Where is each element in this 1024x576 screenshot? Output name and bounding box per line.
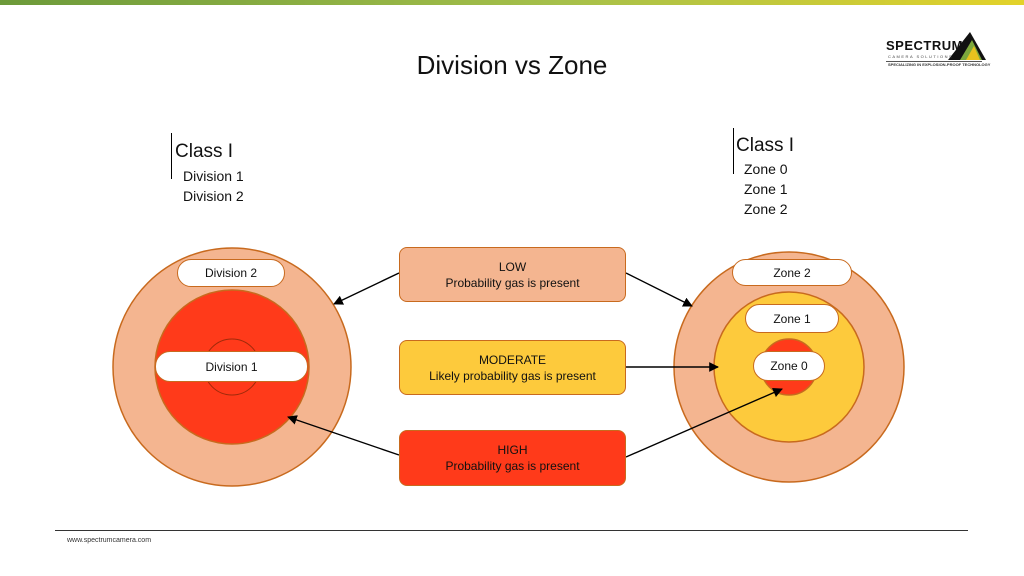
right-class-heading: Class I <box>736 135 795 156</box>
mountain-logo-icon <box>948 32 986 60</box>
arrow-low-to-zone-2 <box>625 272 693 307</box>
top-accent-bar <box>0 0 1024 5</box>
low-probability-box: LOW Probability gas is present <box>399 247 626 302</box>
logo-subtitle: CAMERA SOLUTIONS <box>888 54 954 59</box>
arrow-high-to-division-1 <box>287 415 400 456</box>
high-level-label: HIGH <box>497 443 528 457</box>
moderate-level-label: MODERATE <box>478 352 547 367</box>
zone-0-label: Zone 0 <box>753 351 825 381</box>
spectrum-logo: SPECTRUM CAMERA SOLUTIONS SPECIALIZING I… <box>884 30 992 74</box>
zone-1-label: Zone 1 <box>745 304 839 333</box>
zone-2-label: Zone 2 <box>732 259 852 286</box>
left-class-item-division-1: Division 1 <box>183 168 244 184</box>
footer-divider <box>55 530 968 531</box>
left-class-heading: Class I <box>175 141 234 162</box>
moderate-probability-box: MODERATE Likely probability gas is prese… <box>399 340 626 395</box>
arrow-high-to-zone-0 <box>625 388 783 458</box>
left-class-bar <box>171 133 172 179</box>
left-class-item-division-2: Division 2 <box>183 188 244 204</box>
right-class-bar <box>733 128 734 174</box>
division-1-label: Division 1 <box>155 351 308 382</box>
logo-divider <box>886 61 982 62</box>
moderate-description: Likely probability gas is present <box>429 368 596 383</box>
high-description: Probability gas is present <box>445 459 580 473</box>
low-description: Probability gas is present <box>445 275 580 290</box>
high-probability-box: HIGH Probability gas is present <box>399 430 626 486</box>
right-class-item-zone-2: Zone 2 <box>744 201 788 217</box>
logo-tagline: SPECIALIZING IN EXPLOSION-PROOF TECHNOLO… <box>888 62 991 67</box>
logo-name: SPECTRUM <box>886 38 963 53</box>
right-class-item-zone-0: Zone 0 <box>744 161 788 177</box>
arrow-low-to-division-2 <box>333 272 400 305</box>
right-class-item-zone-1: Zone 1 <box>744 181 788 197</box>
low-level-label: LOW <box>498 259 527 274</box>
page-title: Division vs Zone <box>416 50 608 80</box>
division-2-label: Division 2 <box>177 259 285 287</box>
footer-url[interactable]: www.spectrumcamera.com <box>67 537 152 544</box>
